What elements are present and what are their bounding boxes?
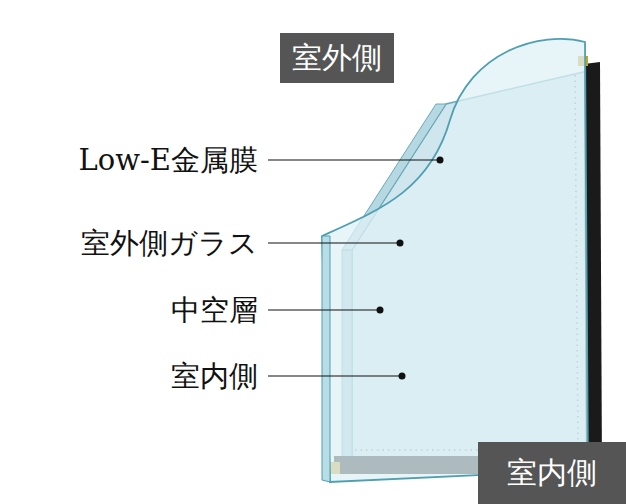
glass-edge [322, 236, 330, 482]
leader-dot [397, 240, 404, 247]
side-tag-text: 室外側 [292, 43, 382, 73]
side-tag-text: 室内側 [507, 458, 597, 488]
leader-line [268, 375, 400, 376]
outdoor-glass [322, 39, 588, 482]
leader-line [268, 159, 438, 160]
leader-line [268, 309, 378, 310]
side-tag: 室外側 [280, 33, 394, 83]
part-name: 中空層 [171, 296, 258, 325]
side-tag: 室内側 [478, 442, 626, 504]
leader-dot [377, 307, 384, 314]
part-name: 室外側ガラス [81, 229, 258, 258]
part-name: 室内側 [171, 362, 258, 391]
part-name: Low-E金属膜 [78, 146, 258, 175]
leader-dot [399, 373, 406, 380]
leader-dot [437, 157, 444, 164]
leader-line [268, 242, 398, 243]
